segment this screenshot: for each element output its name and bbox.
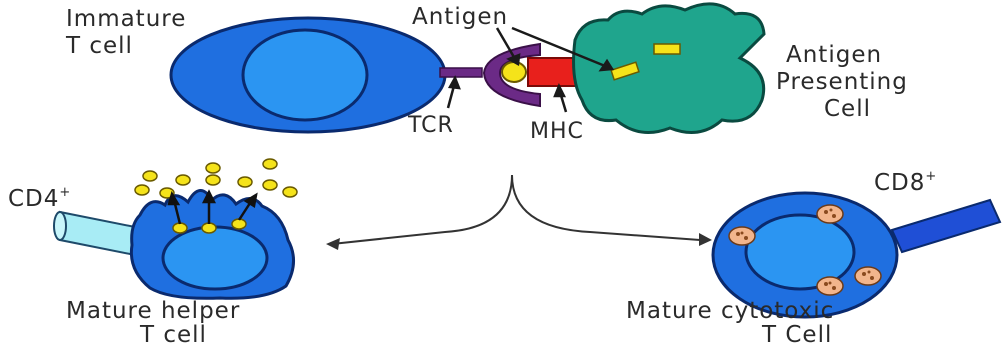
immature-label-line2: T cell xyxy=(65,33,133,59)
apc-antigen-1 xyxy=(654,44,680,54)
cytotoxic-label-line2: T Cell xyxy=(761,322,832,346)
apc-label-line2: Presenting xyxy=(776,69,908,95)
apc-label-line3: Cell xyxy=(824,96,871,122)
cd4-receptor xyxy=(54,212,140,256)
arrow-head-right xyxy=(699,233,712,246)
immature-t-cell xyxy=(171,18,445,132)
mhc-pointer xyxy=(555,86,566,112)
helper-label-line1: Mature helper xyxy=(66,298,240,324)
tcr-pointer xyxy=(448,78,459,108)
arrow-head-left xyxy=(326,238,340,250)
cd8-receptor xyxy=(892,200,1000,252)
cd4-label: CD4+ xyxy=(8,185,71,212)
helper-label-line2: T cell xyxy=(139,322,207,346)
mature-helper-t-cell xyxy=(131,190,293,298)
differentiation-arrows xyxy=(332,175,700,244)
immature-label-line1: Immature xyxy=(66,6,186,32)
cytotoxic-label-line1: Mature cytotoxic xyxy=(626,298,834,324)
apc-label-line1: Antigen xyxy=(786,42,882,68)
bound-antigen xyxy=(502,62,526,82)
tcr-label: TCR xyxy=(407,113,454,138)
antigen-label: Antigen xyxy=(412,4,508,30)
mhc-label: MHC xyxy=(530,119,584,144)
cd8-label: CD8+ xyxy=(874,169,937,196)
